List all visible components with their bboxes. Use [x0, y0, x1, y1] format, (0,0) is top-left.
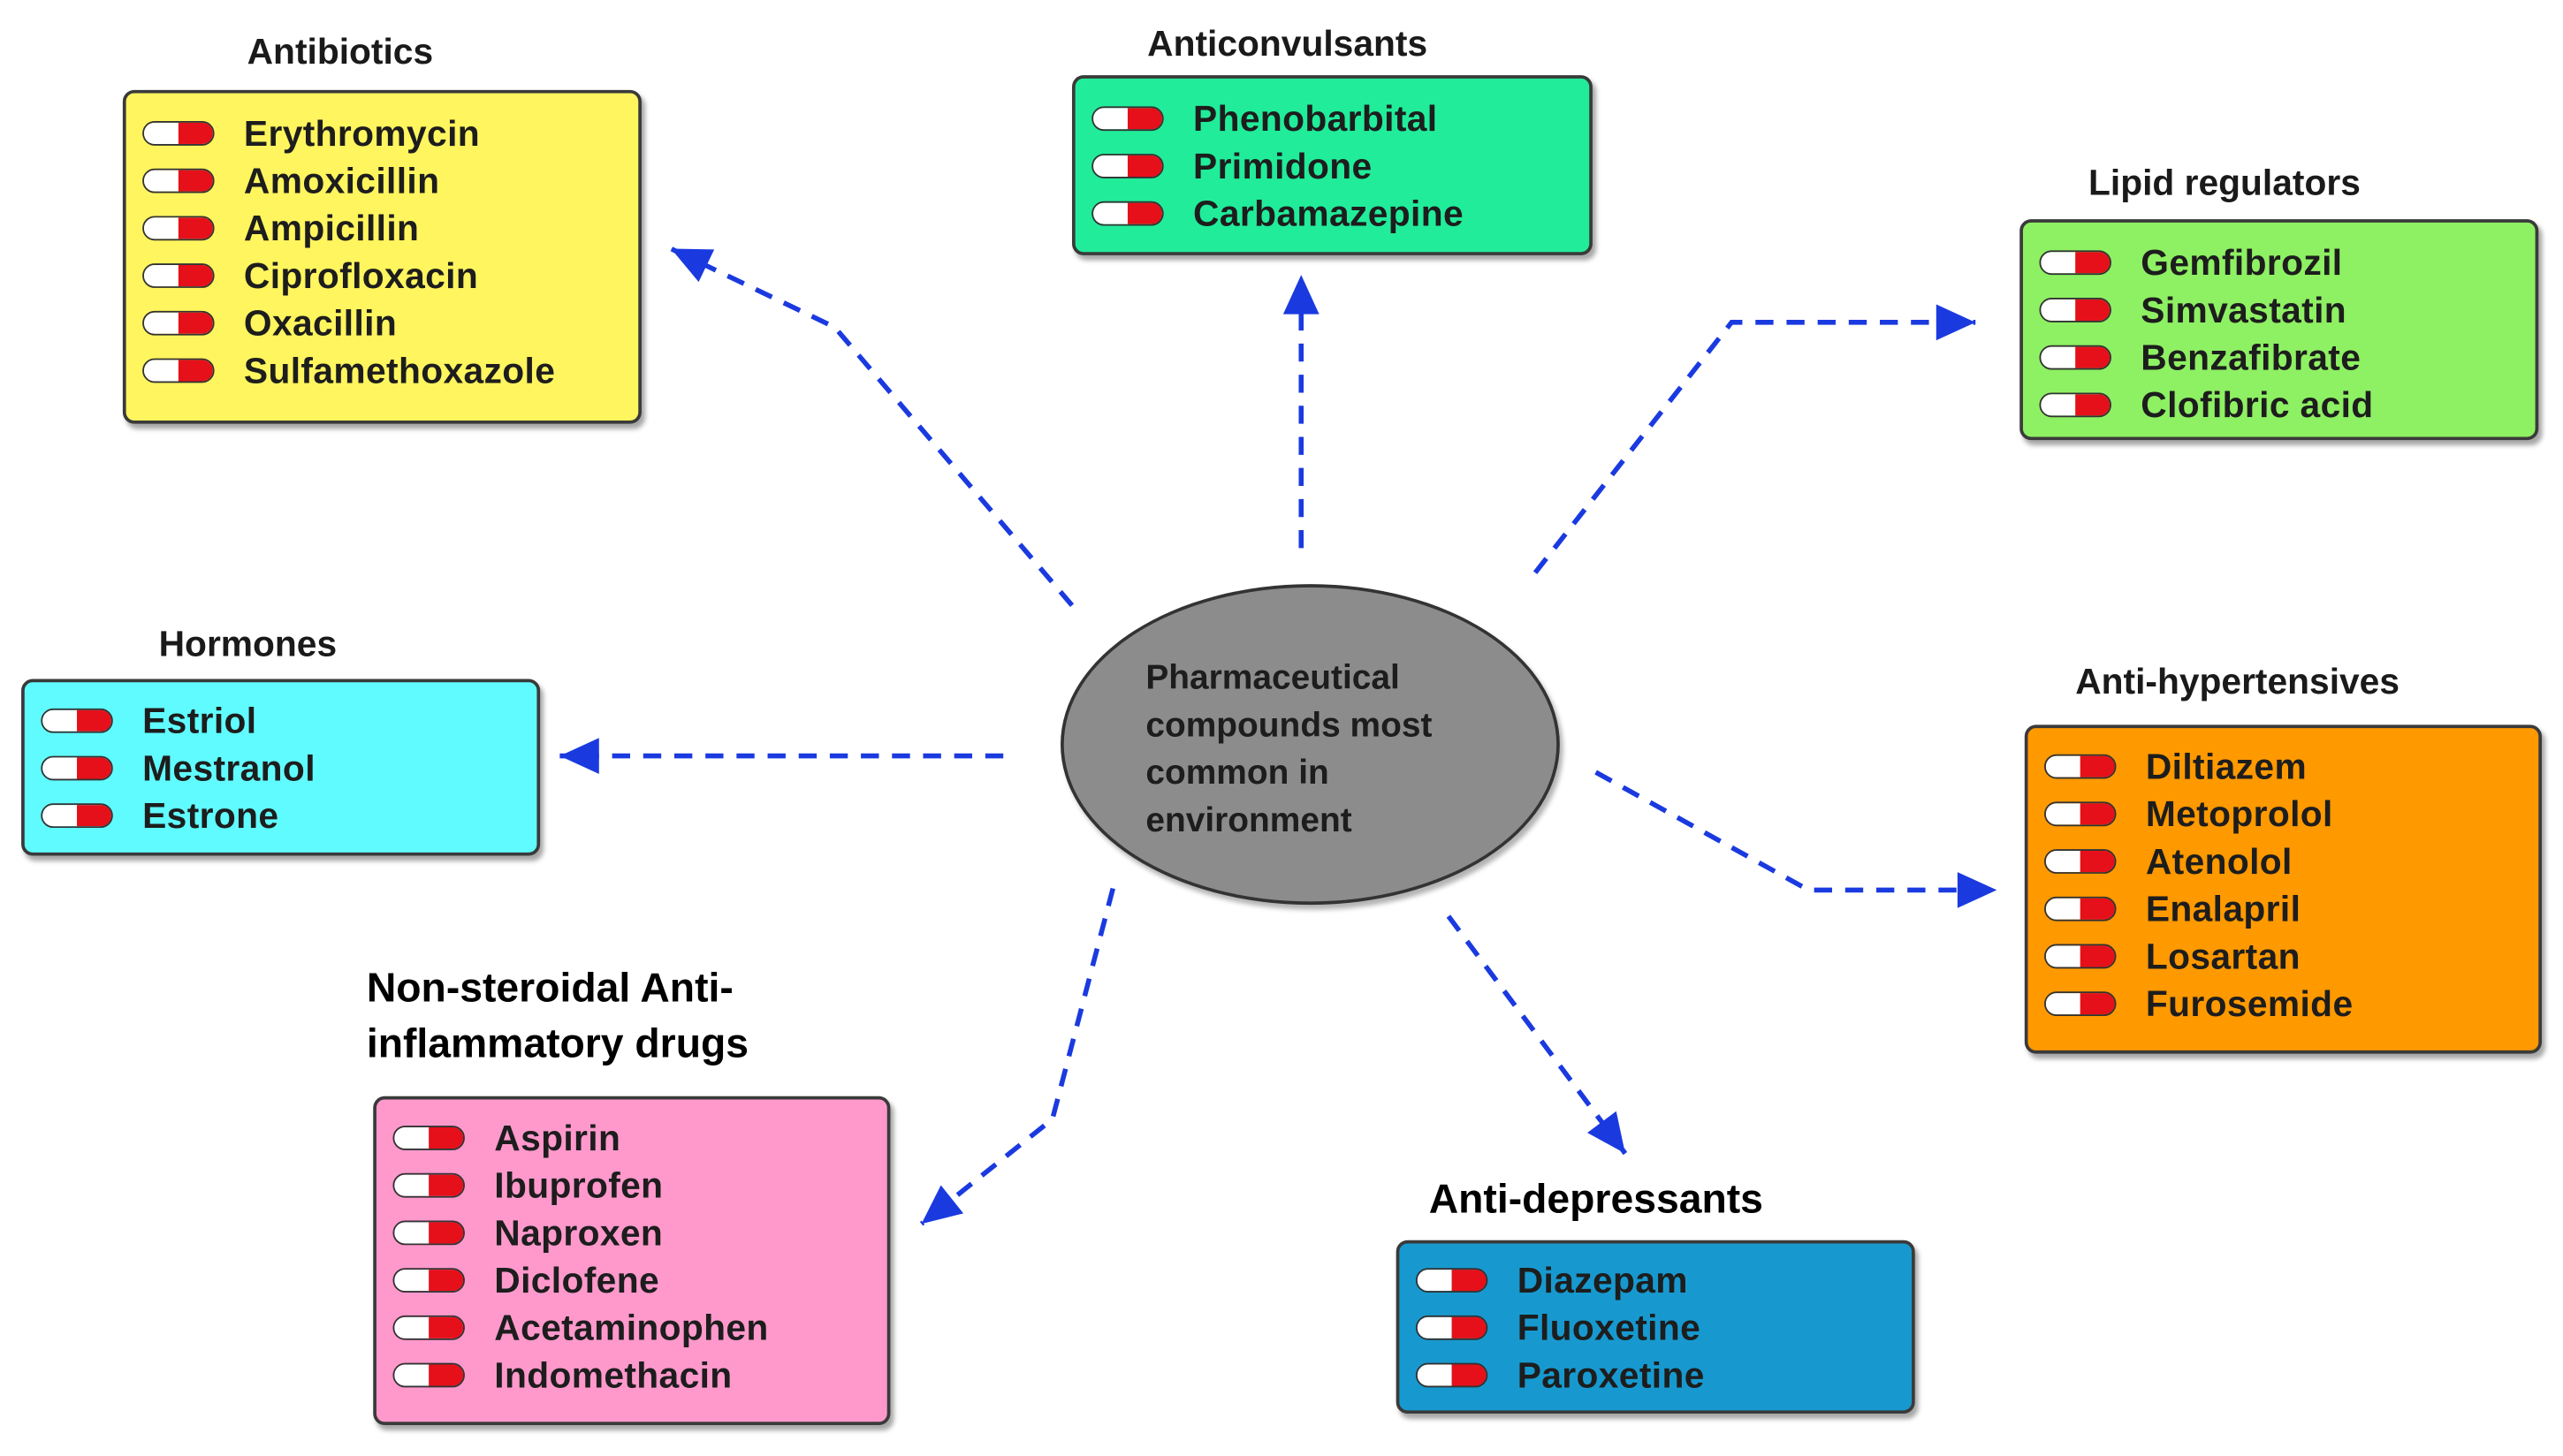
arrowhead-icon: [559, 738, 599, 774]
capsule-icon: [1415, 1362, 1488, 1388]
capsule-icon: [1091, 154, 1164, 178]
box-antibiotics: Erythromycin Amoxicillin Ampicillin Cipr…: [122, 89, 642, 424]
capsule-icon: [392, 1220, 465, 1246]
arrowhead-icon: [1587, 1111, 1625, 1154]
drug-item: Erythromycin: [142, 110, 480, 157]
capsule-icon: [2044, 754, 2117, 779]
capsule-icon: [142, 216, 215, 241]
drug-item: Estrone: [41, 792, 278, 839]
drug-item: Ampicillin: [142, 204, 419, 252]
drug-item: Sulfamethoxazole: [142, 347, 555, 395]
drug-item: Aspirin: [392, 1114, 620, 1162]
drug-item: Metoprolol: [2044, 790, 2333, 838]
capsule-icon: [2044, 896, 2117, 921]
title-anticonvulsants: Anticonvulsants: [1147, 22, 1428, 64]
central-topic-ellipse: [1061, 584, 1560, 906]
drug-item: Amoxicillin: [142, 157, 439, 205]
capsule-icon: [2044, 801, 2117, 827]
drug-item: Indomethacin: [392, 1352, 732, 1399]
drug-item: Phenobarbital: [1091, 95, 1437, 142]
capsule-icon: [392, 1268, 465, 1293]
capsule-icon: [1415, 1268, 1488, 1293]
drug-item: Oxacillin: [142, 300, 397, 347]
capsule-icon: [2039, 298, 2111, 322]
title-anti-hypertensives: Anti-hypertensives: [2075, 661, 2400, 702]
title-antibiotics: Antibiotics: [247, 31, 434, 72]
arrowhead-icon: [921, 1185, 964, 1225]
capsule-icon: [142, 168, 215, 193]
capsule-icon: [392, 1126, 465, 1150]
title-nsaids: Non-steroidal Anti-inflammatory drugs: [366, 965, 749, 1067]
drug-item: Carbamazepine: [1091, 190, 1464, 238]
box-anticonvulsants: Phenobarbital Primidone Carbamazepine: [1071, 75, 1593, 255]
capsule-icon: [41, 708, 113, 733]
capsule-icon: [392, 1172, 465, 1198]
drug-item: Diazepam: [1415, 1256, 1688, 1304]
drug-item: Diltiazem: [2044, 743, 2307, 791]
capsule-icon: [2039, 345, 2111, 370]
title-hormones: Hormones: [158, 623, 338, 664]
capsule-icon: [2044, 849, 2117, 874]
capsule-icon: [1091, 201, 1164, 226]
arrowhead-icon: [1282, 275, 1320, 315]
arrowhead-icon: [671, 248, 715, 283]
title-lipid-regulators: Lipid regulators: [2088, 162, 2361, 203]
drug-item: Ciprofloxacin: [142, 252, 478, 300]
capsule-icon: [142, 263, 215, 288]
drug-item: Mestranol: [41, 745, 316, 792]
drug-item: Enalapril: [2044, 885, 2301, 933]
capsule-icon: [41, 755, 113, 781]
drug-item: Gemfibrozil: [2039, 239, 2342, 286]
capsule-icon: [1091, 106, 1164, 132]
arrow-to-anti-depressants: [1446, 914, 1628, 1156]
capsule-icon: [2039, 250, 2111, 276]
capsule-icon: [2044, 944, 2117, 969]
box-nsaids: Aspirin Ibuprofen Naproxen Diclofene Ace…: [373, 1096, 891, 1426]
arrow-to-nsaids: [919, 887, 1115, 1226]
capsule-icon: [142, 358, 215, 383]
drug-item: Losartan: [2044, 933, 2301, 981]
drug-item: Simvastatin: [2039, 286, 2346, 334]
drug-item: Estriol: [41, 697, 256, 745]
drug-item: Acetaminophen: [392, 1304, 768, 1352]
central-topic-label: Pharmaceutical compounds most common in …: [1145, 659, 1433, 840]
capsule-icon: [41, 803, 113, 829]
box-hormones: Estriol Mestranol Estrone: [21, 679, 541, 856]
title-anti-depressants: Anti-depressants: [1428, 1176, 1763, 1223]
drug-item: Benzafibrate: [2039, 334, 2361, 382]
arrow-to-anti-hypertensives: [1594, 770, 1997, 893]
capsule-icon: [392, 1315, 465, 1340]
capsule-icon: [2039, 392, 2111, 418]
arrow-to-lipid-regulators: [1532, 320, 1976, 574]
arrowhead-icon: [1936, 304, 1976, 341]
box-lipid-regulators: Gemfibrozil Simvastatin Benzafibrate Clo…: [2019, 219, 2539, 441]
drug-item: Diclofene: [392, 1256, 659, 1304]
box-anti-depressants: Diazepam Fluoxetine Paroxetine: [1396, 1240, 1915, 1414]
capsule-icon: [2044, 991, 2117, 1017]
capsule-icon: [392, 1362, 465, 1388]
capsule-icon: [142, 121, 215, 146]
drug-item: Clofibric acid: [2039, 381, 2373, 428]
capsule-icon: [1415, 1315, 1488, 1340]
box-anti-hypertensives: Diltiazem Metoprolol Atenolol Enalapril …: [2024, 724, 2543, 1054]
arrowhead-icon: [1957, 872, 1997, 908]
drug-item: Naproxen: [392, 1210, 663, 1257]
drug-item: Furosemide: [2044, 980, 2353, 1028]
drug-item: Atenolol: [2044, 838, 2293, 885]
drug-item: Fluoxetine: [1415, 1304, 1700, 1352]
drug-item: Paroxetine: [1415, 1352, 1705, 1399]
drug-item: Ibuprofen: [392, 1162, 663, 1210]
drug-item: Primidone: [1091, 142, 1372, 190]
capsule-icon: [142, 310, 215, 336]
arrow-to-antibiotics: [670, 246, 1075, 608]
